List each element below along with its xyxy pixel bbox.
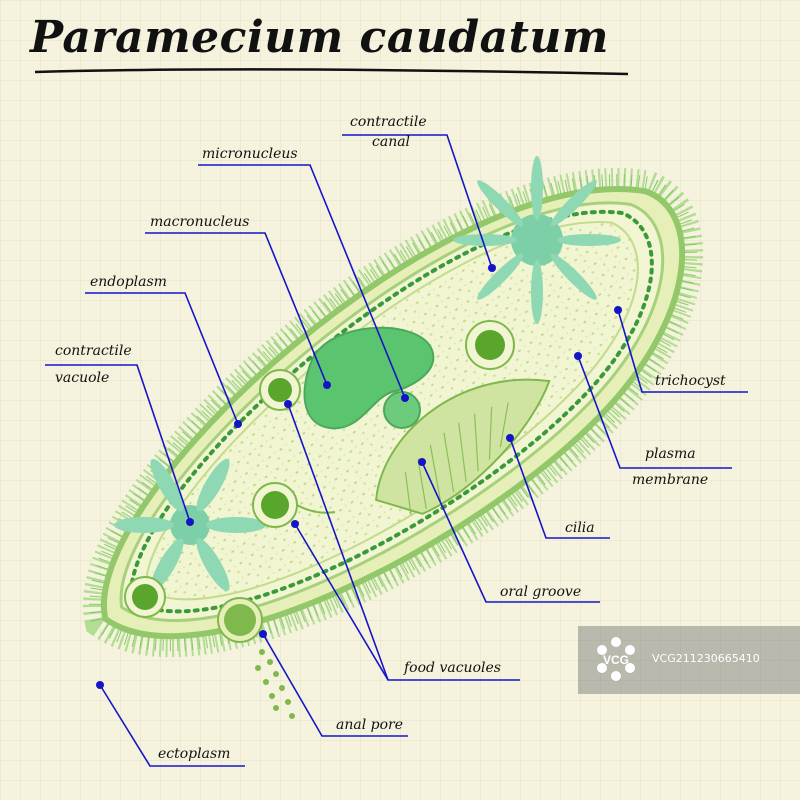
label-food-vacuoles: food vacuoles [404, 660, 501, 676]
contractile-canal-star [453, 156, 621, 324]
watermark-logo: VCG [597, 637, 635, 681]
label-plasma-membrane-line2: membrane [632, 472, 709, 488]
anal-pore-discharge [255, 649, 295, 719]
leader-lines [45, 134, 748, 767]
label-plasma-membrane-line1: plasma [645, 446, 696, 462]
food-vacuoles [124, 320, 515, 643]
label-anal-pore: anal pore [336, 717, 404, 733]
watermark-logo-text: VCG [603, 653, 629, 667]
label-micronucleus: micronucleus [202, 146, 298, 162]
trichocyst-ring [129, 209, 654, 614]
watermark-id: VCG211230665410 [652, 652, 760, 665]
watermark: VCG VCG211230665410 [578, 626, 800, 694]
label-cilia: cilia [565, 520, 595, 536]
label-endoplasm: endoplasm [90, 274, 167, 290]
label-contractile-vacuole-line2: vacuole [55, 370, 110, 386]
title-underline [34, 68, 629, 76]
diagram-title: Paramecium caudatum [30, 12, 609, 63]
label-macronucleus: macronucleus [150, 214, 250, 230]
label-contractile-vacuole-line1: contractile [55, 343, 132, 359]
label-trichocyst: trichocyst [655, 373, 726, 389]
macronucleus-shape [303, 326, 435, 430]
label-oral-groove: oral groove [500, 584, 582, 600]
label-contractile-canal-line2: canal [372, 134, 411, 150]
label-contractile-canal-line1: contractile [350, 114, 427, 130]
label-ectoplasm: ectoplasm [158, 746, 231, 762]
leader-dots [96, 264, 622, 689]
